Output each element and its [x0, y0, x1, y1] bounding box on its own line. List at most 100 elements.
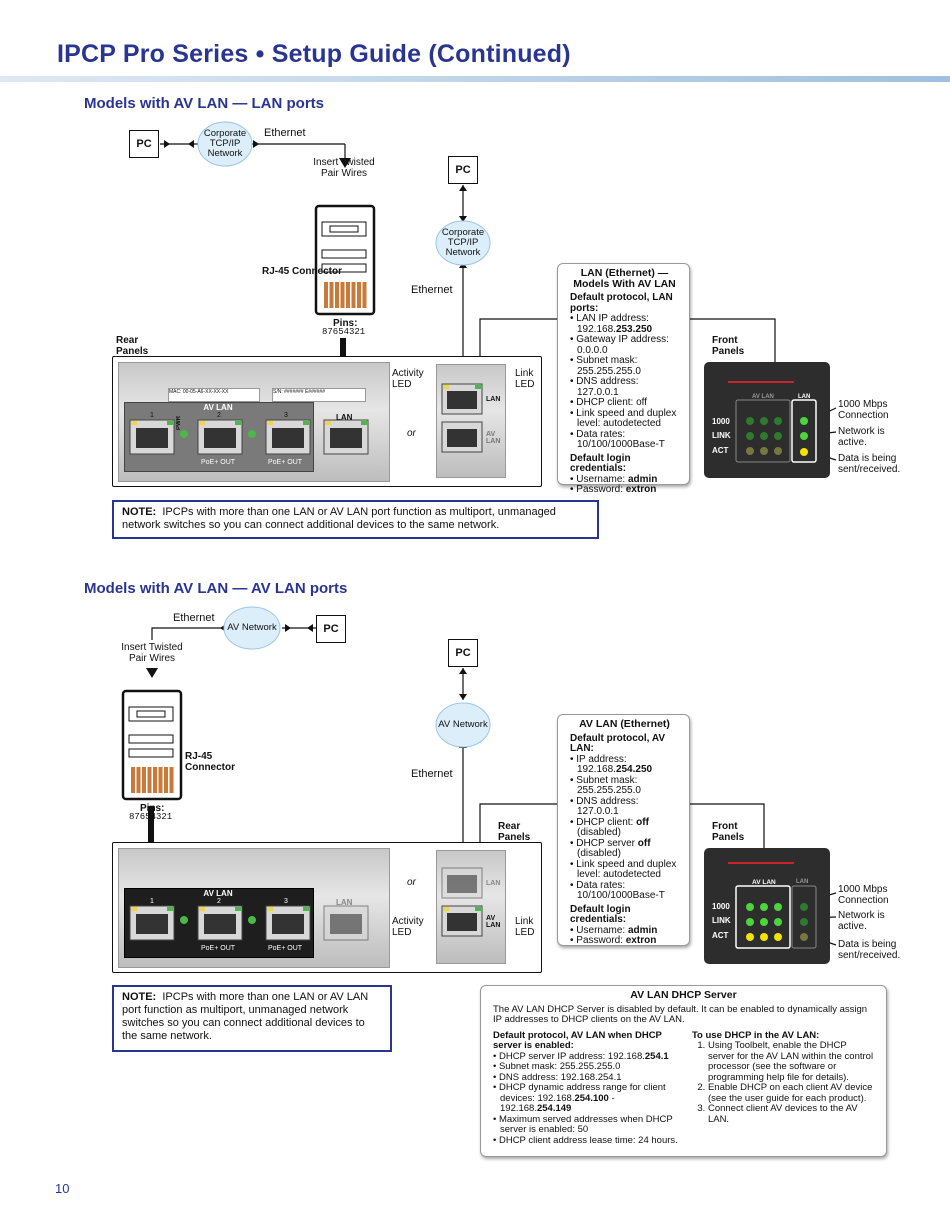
dhcp-step: Using Toolbelt, enable the DHCP server f…: [708, 1040, 874, 1083]
ethernet-label-2: Ethernet: [411, 284, 453, 296]
rj45-label: RJ-45 Connector: [262, 266, 343, 277]
dhcp-right-heading: To use DHCP in the AV LAN:: [691, 1029, 820, 1041]
dhcp-right-column: To use DHCP in the AV LAN: Using Toolbel…: [691, 1029, 874, 1147]
front-av-lan-label-2: AV LAN: [752, 879, 776, 886]
pwr-label: PWR: [176, 416, 182, 430]
lan-ports-vertical: [441, 383, 483, 453]
dhcp-item: DHCP client address lease time: 24 hours…: [493, 1135, 680, 1147]
av-lan-info-subheading: Default protocol, AV LAN:: [570, 732, 665, 754]
lan-info-item: DNS address: 127.0.0.1: [570, 376, 679, 398]
dhcp-intro: The AV LAN DHCP Server is disabled by de…: [493, 1003, 868, 1025]
callout-data-sent: Data is being sent/received.: [838, 453, 901, 475]
section1-heading: Models with AV LAN — LAN ports: [84, 95, 324, 112]
row-label-act: ACT: [712, 446, 729, 455]
pins-value: 87654321: [322, 327, 366, 337]
note-box-2: NOTE: IPCPs with more than one LAN or AV…: [112, 985, 392, 1052]
av-cloud-icon-2: [435, 702, 491, 748]
cloud-icon: [197, 121, 253, 167]
port-number-2b: 2: [217, 898, 221, 905]
note-box-1: NOTE: IPCPs with more than one LAN or AV…: [112, 500, 599, 539]
front-led-grid-2: [735, 885, 817, 949]
dhcp-item: DHCP server IP address: 192.168.254.1: [493, 1051, 680, 1063]
front-panels-label-2: Front Panels: [712, 821, 745, 843]
av-lan-port-group-label-2: AV LAN: [203, 889, 233, 898]
front-lan-label: LAN: [798, 394, 811, 400]
cloud-icon-2: [435, 220, 491, 266]
callout-network-active-2: Network is active.: [838, 910, 885, 932]
callout-1000mbps-2: 1000 Mbps Connection: [838, 884, 889, 906]
av-lan-info-box: AV LAN (Ethernet) Default protocol, AV L…: [557, 714, 690, 946]
poe-out-label-2: PoE+ OUT: [268, 459, 303, 466]
rj45-connector-icon-2: [121, 689, 183, 801]
callout-network-active: Network is active.: [838, 426, 885, 448]
port-number-1b: 1: [150, 898, 154, 905]
link-led-label-2: Link LED: [515, 916, 535, 938]
page-title: IPCP Pro Series • Setup Guide (Continued…: [57, 40, 571, 68]
av-lan-port-group-label: AV LAN: [203, 403, 233, 412]
pc-box-4: PC: [448, 639, 478, 667]
activity-led-label: Activity LED: [392, 368, 424, 390]
pins-label-2: Pins:: [140, 803, 165, 814]
row-label-1000-2: 1000: [712, 902, 730, 911]
av-lan-info-item: DNS address: 127.0.0.1: [570, 796, 679, 818]
row-label-link-2: LINK: [712, 916, 731, 925]
av-network-label-2: AV Network: [438, 719, 488, 730]
poe-out-label-1: PoE+ OUT: [201, 459, 236, 466]
ethernet-ports: [129, 419, 369, 455]
mac-label-2: S/N: ####### E######: [272, 388, 366, 402]
front-red-stripe-2: [728, 862, 794, 864]
av-lan-info-item: Data rates: 10/100/1000Base-T: [570, 880, 679, 902]
dhcp-item: DHCP dynamic address range for client de…: [493, 1082, 680, 1115]
or-label: or: [407, 428, 416, 439]
lan-info-item: Subnet mask: 255.255.255.0: [570, 355, 679, 377]
poe-out-label-3: PoE+ OUT: [201, 945, 236, 952]
front-av-lan-label: AV LAN: [752, 394, 774, 400]
av-lan-login-item: Username: admin: [570, 925, 679, 937]
rear-panels-label: Rear Panels: [116, 335, 149, 357]
av-lan-ports-vertical: [441, 867, 483, 937]
note-key-2: NOTE:: [122, 991, 157, 1003]
lan-info-item: LAN IP address: 192.168.253.250: [570, 313, 679, 335]
ethernet-label-4: Ethernet: [411, 768, 453, 780]
lan-info-item: Gateway IP address: 0.0.0.0: [570, 334, 679, 356]
av-network-label: AV Network: [227, 622, 277, 633]
dhcp-title: AV LAN DHCP Server: [630, 989, 737, 1001]
lan-info-item: DHCP client: off: [570, 397, 679, 409]
lan-info-title: LAN (Ethernet) — Models With AV LAN: [573, 267, 676, 290]
pc-box-3: PC: [316, 615, 346, 643]
mac-text: MAC: 00-05-A6-XX-XX-XX: [169, 389, 229, 395]
twisted-pair-label: Insert Twisted Pair Wires: [313, 157, 375, 179]
rear-panels-label-2: Rear Panels: [498, 821, 531, 843]
av-lan-login-heading: Default login credentials:: [570, 903, 631, 925]
corporate-network-label-2: Corporate TCP/IP Network: [441, 227, 485, 258]
activity-led-label-2: Activity LED: [392, 916, 424, 938]
lan-login-item: Password: extron: [570, 484, 679, 496]
lan-port-label-2: LAN: [336, 898, 353, 907]
lan-info-box: LAN (Ethernet) — Models With AV LAN Defa…: [557, 263, 690, 495]
av-lan-info-item: DHCP client: off (disabled): [570, 817, 679, 839]
mac-label: MAC: 00-05-A6-XX-XX-XX: [168, 388, 260, 402]
or-label-2: or: [407, 877, 416, 888]
dhcp-item: DNS address: 192.168.254.1: [493, 1072, 680, 1084]
pins-label: Pins:: [333, 318, 358, 329]
av-lan-info-title: AV LAN (Ethernet): [579, 718, 670, 730]
lan-info-item: Data rates: 10/100/1000Base-T: [570, 429, 679, 451]
twisted-pair-label-2: Insert Twisted Pair Wires: [121, 642, 183, 664]
av-lan-info-item: Subnet mask: 255.255.255.0: [570, 775, 679, 797]
lan-info-subheading: Default protocol, LAN ports:: [570, 292, 673, 314]
dhcp-left-heading: Default protocol, AV LAN when DHCP serve…: [493, 1029, 662, 1051]
port-number-2: 2: [217, 412, 221, 419]
pc-box-2: PC: [448, 156, 478, 184]
lan-login-heading: Default login credentials:: [570, 452, 631, 474]
poe-out-label-4: PoE+ OUT: [268, 945, 303, 952]
front-lan-label-2: LAN: [796, 879, 809, 885]
dhcp-step: Enable DHCP on each client AV device (se…: [708, 1082, 874, 1104]
ethernet-ports-2: [129, 905, 369, 941]
av-lan-info-item: DHCP server off (disabled): [570, 838, 679, 860]
link-led-label: Link LED: [515, 368, 535, 390]
rear-panel-device-2: [436, 364, 506, 478]
note-key: NOTE:: [122, 506, 157, 518]
lan-label-small: LAN: [486, 396, 501, 403]
av-cloud-icon: [223, 606, 281, 650]
dhcp-step: Connect client AV devices to the AV LAN.: [708, 1103, 874, 1125]
